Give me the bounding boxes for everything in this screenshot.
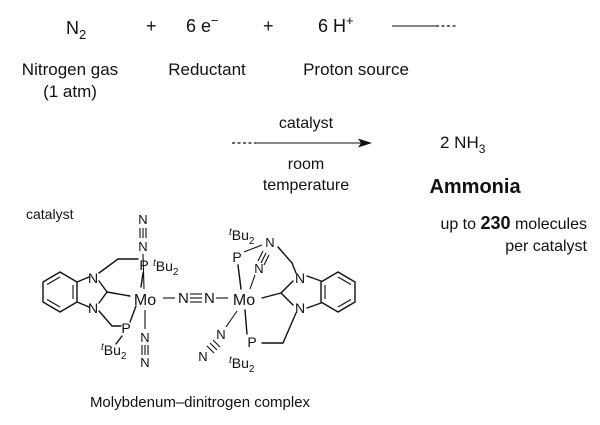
proton-reactant: 6 H+	[318, 13, 354, 36]
one-atm-label: (1 atm)	[43, 82, 97, 101]
reductant-label: Reductant	[168, 60, 246, 79]
ammonia-name: Ammonia	[429, 176, 521, 198]
arrow-label-temperature: temperature	[263, 177, 349, 194]
left-benzene-ring	[42, 271, 78, 313]
right-upper-p: P	[232, 249, 241, 265]
right-benzene-ring	[320, 271, 356, 313]
right-upper-tbu2: tBu2	[229, 227, 255, 247]
plus-sign-2: +	[263, 16, 274, 36]
left-bottom-n-inner: N	[140, 330, 149, 345]
right-upper-n: N	[295, 270, 305, 286]
left-bottom-n-outer: N	[140, 355, 149, 370]
proton-source-label: Proton source	[303, 60, 409, 79]
left-top-n-inner: N	[138, 239, 147, 254]
yield-line-1: up to 230 molecules	[440, 213, 587, 233]
n2-reactant: N2	[66, 18, 86, 42]
right-lower-p: P	[247, 334, 256, 350]
yield-line-2: per catalyst	[505, 238, 587, 255]
left-upper-tbu2: tBu2	[153, 258, 179, 278]
nitrogen-gas-label: Nitrogen gas	[22, 60, 118, 79]
electron-reactant: 6 e−	[186, 13, 219, 36]
right-carbene-mo-bond	[261, 292, 282, 299]
right-lower-n2-inner: N	[216, 327, 225, 342]
left-aromatic-bond-1	[46, 276, 61, 285]
ammonia-formula: 2 NH3	[440, 133, 486, 156]
right-upper-n2-outer: N	[265, 235, 274, 250]
bridge-n-right: N	[204, 290, 215, 307]
left-upper-p: P	[139, 257, 148, 273]
left-mo-atom: Mo	[134, 292, 156, 309]
bridge-n-left: N	[178, 290, 189, 307]
right-upper-n2-inner: N	[254, 261, 263, 276]
left-upper-n: N	[88, 270, 98, 286]
arrow-head	[358, 138, 372, 148]
left-lower-n: N	[88, 300, 98, 316]
left-aromatic-bond-2	[46, 299, 61, 308]
catalyst-label: catalyst	[26, 206, 74, 222]
arrow-label-catalyst: catalyst	[279, 115, 334, 132]
left-top-n-outer: N	[138, 212, 147, 227]
left-benzimidazole-unit	[42, 271, 131, 313]
left-lower-tbu2: tBu2	[101, 342, 127, 362]
right-mo-atom: Mo	[233, 292, 255, 309]
complex-caption: Molybdenum–dinitrogen complex	[90, 394, 311, 411]
arrow-label-room: room	[288, 156, 324, 173]
left-carbene-mo-bond	[106, 291, 131, 297]
right-lower-tbu2: tBu2	[229, 355, 255, 375]
right-lower-n: N	[295, 300, 305, 316]
plus-sign-1: +	[146, 16, 157, 36]
right-lower-n2-outer: N	[198, 349, 207, 364]
left-lower-p: P	[121, 320, 130, 336]
